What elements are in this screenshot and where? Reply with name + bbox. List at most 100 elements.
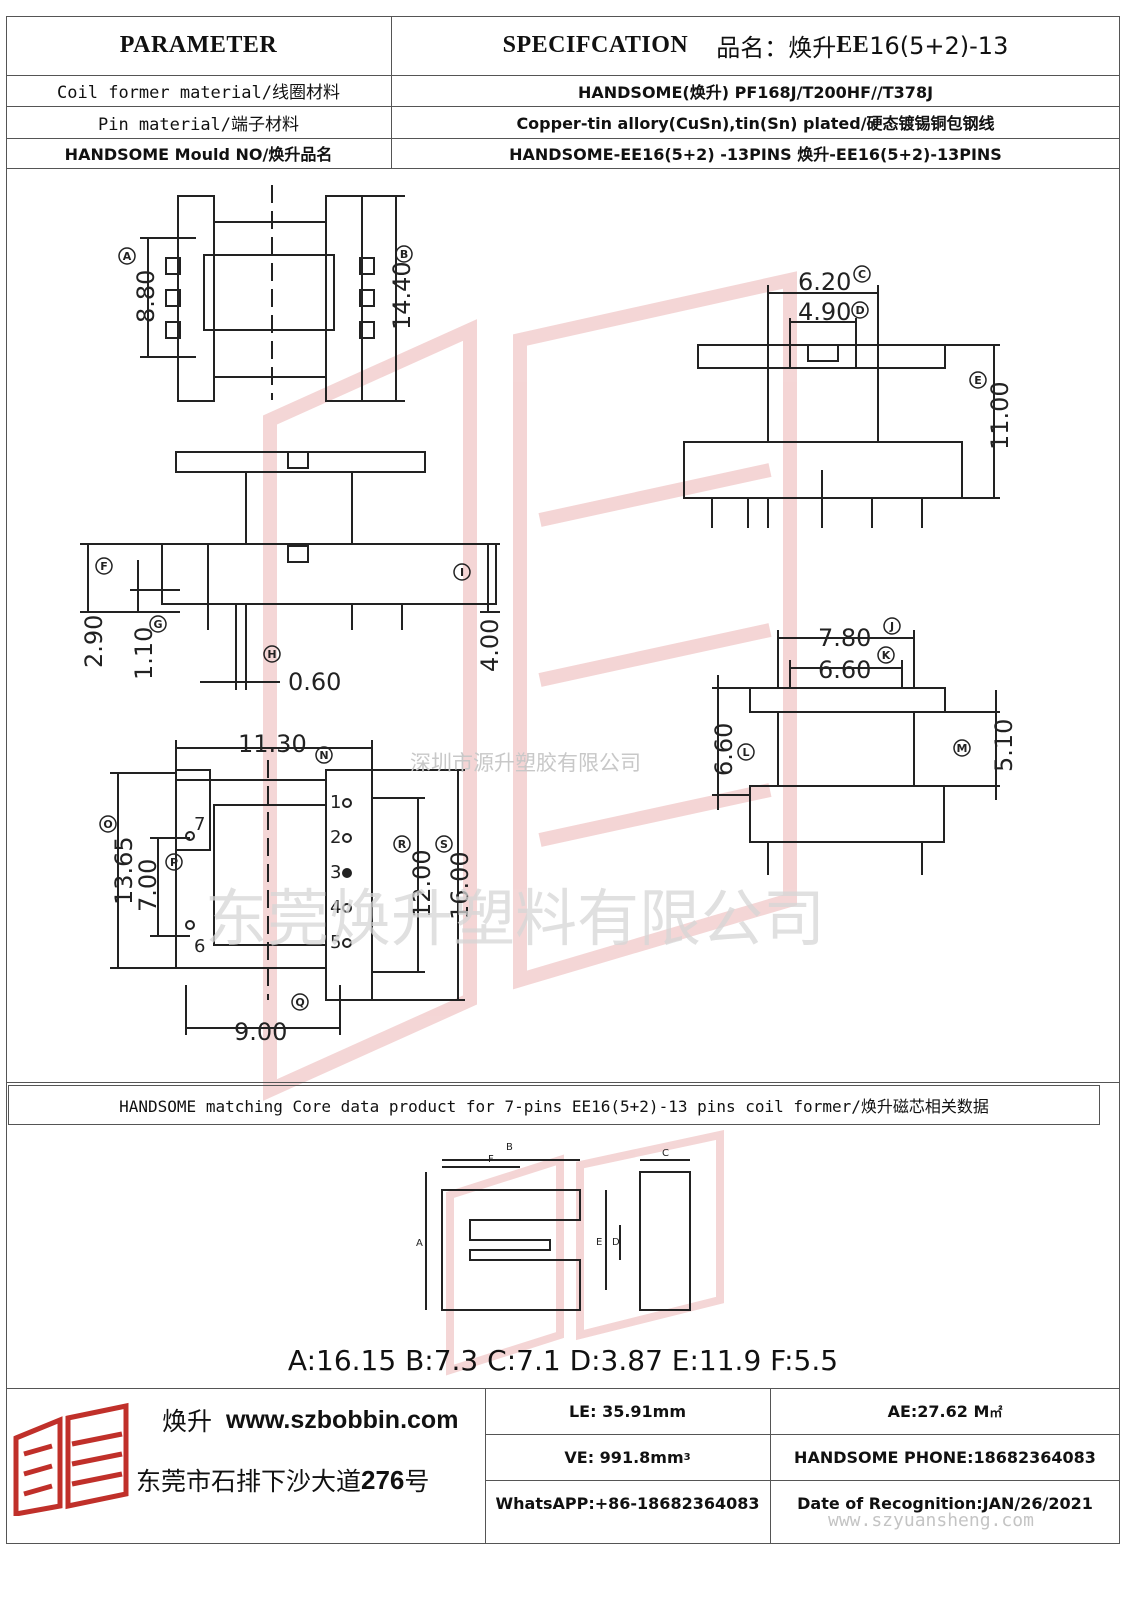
divider (485, 1388, 486, 1544)
dim-c-value: 6.20 (798, 268, 851, 296)
dim-p-value: 7.00 (134, 859, 162, 912)
divider (6, 168, 1120, 169)
dim-r-value: 12.00 (408, 849, 436, 918)
param-coil-former: Coil former material/线圈材料 (57, 83, 340, 103)
dim-d-value: 4.90 (798, 298, 851, 326)
divider (6, 106, 1120, 107)
core-labels: A B C D E F (416, 1142, 669, 1249)
marker-i: I (460, 566, 464, 579)
product-name-prefix: 品名：焕升 (716, 34, 837, 62)
marker-o: O (103, 818, 112, 831)
dim-k-value: 6.60 (818, 656, 871, 684)
marker-d: D (855, 304, 864, 317)
core-label-a: A (416, 1238, 423, 1249)
dim-h-value: 0.60 (288, 668, 341, 696)
core-data-line: A:16.15 B:7.3 C:7.1 D:3.87 E:11.9 F:5.5 (287, 1343, 839, 1377)
footer-address-line: 东莞市石排下沙大道 276 号 (136, 1460, 429, 1500)
date-value: Date of Recognition:JAN/26/2021 (797, 1493, 1093, 1513)
watermark-logo (263, 271, 797, 1101)
marker-f: F (100, 560, 108, 573)
marker-r: R (398, 838, 407, 851)
marker-k: K (882, 649, 891, 662)
core-label-f: F (488, 1154, 494, 1165)
address-number: 276 (361, 1464, 405, 1495)
marker-b: B (400, 248, 408, 261)
specification-label: SPECIFCATION (502, 32, 689, 58)
core-caption: HANDSOME matching Core data product for … (119, 1097, 989, 1116)
param-mould-no: HANDSOME Mould NO/焕升品名 (64, 145, 333, 164)
dim-n-value: 11.30 (238, 730, 307, 758)
pin-5: 5 (330, 932, 341, 953)
spec-sheet-frame (6, 16, 1120, 1544)
pin-7: 7 (194, 814, 205, 835)
watermark-large-text: 东莞焕升塑料有限公司 (205, 882, 825, 955)
divider (770, 1388, 771, 1544)
dim-q-value: 9.00 (234, 1018, 287, 1046)
company-logo-icon (13, 1402, 129, 1516)
ae-cell: AE:27.62 M ㎡ (770, 1388, 1120, 1434)
dim-i-value: 4.00 (476, 619, 504, 672)
marker-g: G (153, 618, 162, 631)
website-link[interactable]: www.szbobbin.com (226, 1405, 459, 1434)
divider (391, 16, 392, 168)
whatsapp-value: WhatsAPP:+86-18682364083 (495, 1493, 760, 1513)
core-caption-box (8, 1085, 1100, 1125)
bobbin-front-view (683, 285, 1000, 528)
core-watermark-logo (446, 1130, 724, 1376)
dimension-labels: 8.80 14.40 6.20 4.90 11.00 2.90 1.10 0.6… (80, 261, 1018, 1046)
marker-j: J (889, 620, 894, 633)
dim-j-value: 7.80 (818, 624, 871, 652)
spec-coil-former: HANDSOME(焕升) PF168J/T200HF//T378J (577, 82, 934, 102)
core-drawing (425, 1159, 691, 1311)
divider (6, 1388, 1120, 1389)
param-pin-material: Pin material/端子材料 (97, 114, 300, 135)
pin-6: 6 (194, 936, 205, 957)
marker-c: C (858, 268, 866, 281)
ve-superscript: 3 (683, 1451, 691, 1463)
marker-e: E (974, 374, 982, 387)
footer-brand-line: 焕升 www.szbobbin.com (162, 1402, 458, 1438)
marker-m: M (957, 742, 968, 755)
divider (485, 1434, 1120, 1435)
product-name-rest: 16(5+2)-13 (869, 31, 1009, 60)
dim-f-value: 2.90 (80, 615, 108, 668)
phone-value: HANDSOME PHONE:18682364083 (794, 1447, 1096, 1467)
marker-n: N (319, 749, 328, 762)
core-label-d: D (612, 1237, 620, 1248)
dim-l-value: 6.60 (710, 723, 738, 776)
marker-a: A (123, 250, 132, 263)
pin-4: 4 (330, 897, 341, 918)
address-prefix: 东莞市石排下沙大道 (136, 1467, 362, 1496)
specification-header: SPECIFCATION 品名：焕升 EE 16(5+2)-13 (391, 16, 1120, 75)
marker-p: P (170, 856, 178, 869)
dim-a-value: 8.80 (132, 270, 160, 323)
dim-m-value: 5.10 (990, 719, 1018, 772)
bobbin-top-view (140, 185, 405, 402)
marker-l: L (742, 746, 749, 759)
bobbin-bottom-view (110, 740, 465, 1035)
pin-2: 2 (330, 827, 341, 848)
dim-b-value: 14.40 (388, 261, 416, 330)
dim-s-value: 16.00 (446, 851, 474, 920)
brand-name: 焕升 (162, 1407, 213, 1436)
product-name-bold: EE (836, 32, 870, 58)
pin-1: 1 (330, 792, 341, 813)
divider (6, 75, 1120, 76)
watermark-small-text: 深圳市源升塑胶有限公司 (410, 751, 641, 775)
pin-numbers: 1 2 3 4 5 6 7 (194, 792, 341, 957)
parameter-header: PARAMETER (119, 32, 278, 58)
core-label-e: E (596, 1237, 602, 1248)
dim-e-value: 11.00 (986, 381, 1014, 450)
ve-value: VE: 991.8mm (564, 1447, 684, 1467)
spec-pin-material: Copper-tin allory(CuSn),tin(Sn) plated/硬… (516, 114, 995, 133)
le-value: LE: 35.91mm (568, 1401, 687, 1421)
watermark-url: www.szyuansheng.com (828, 1510, 1034, 1531)
marker-s: S (440, 838, 448, 851)
marker-h: H (267, 648, 276, 661)
bobbin-end-view (712, 630, 1000, 875)
core-label-b: B (506, 1142, 513, 1153)
ae-value: AE:27.62 M (887, 1401, 990, 1421)
address-suffix: 号 (404, 1467, 430, 1496)
